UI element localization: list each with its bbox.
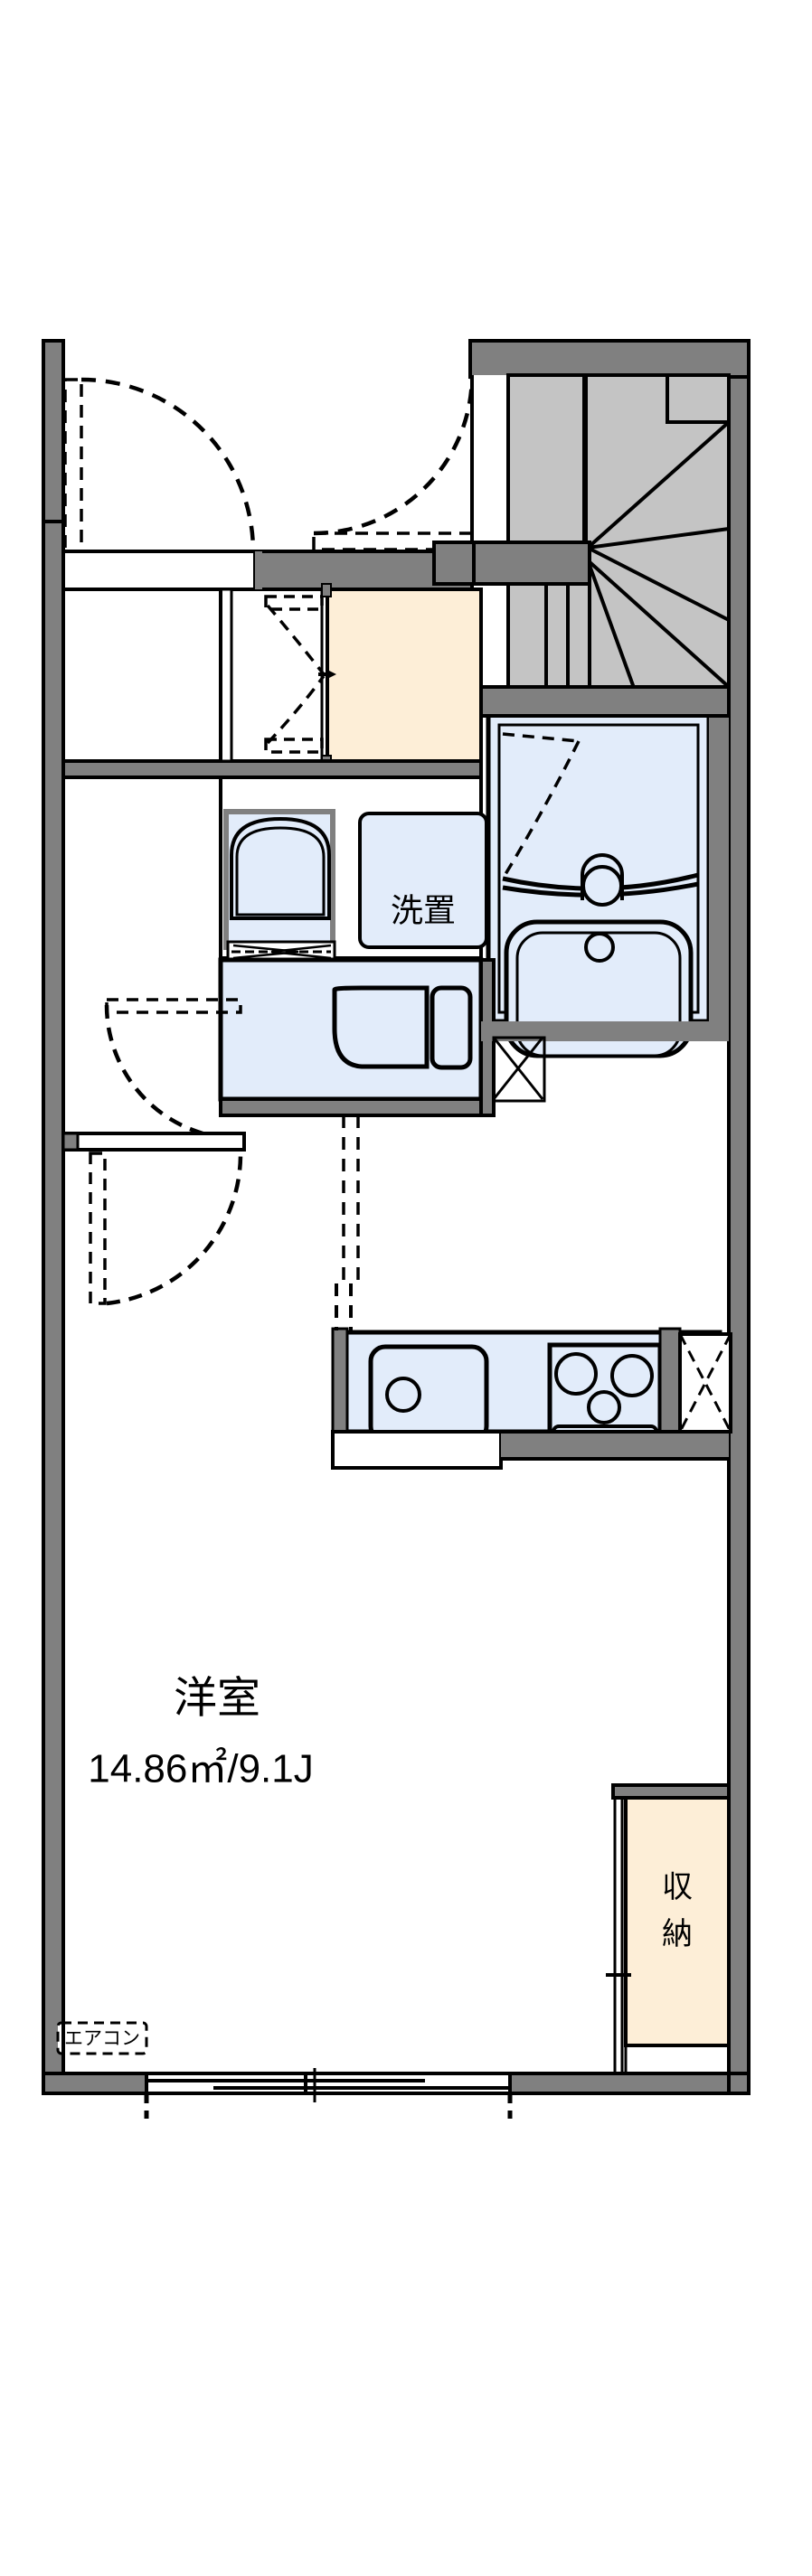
refrigerator-space	[678, 1332, 732, 1434]
aircon-mark: エアコン	[56, 2021, 148, 2055]
closet-label-top: 収	[662, 1870, 693, 1904]
interior-partitions	[342, 1115, 360, 1283]
room-closet[interactable]: 収 納	[606, 1783, 731, 2073]
corner-hatch	[492, 1037, 544, 1100]
gas-stove	[547, 1342, 663, 1447]
bottom-wall-segments	[42, 2072, 751, 2095]
bathroom-unit	[486, 711, 712, 1058]
aircon-label: エアコン	[64, 2028, 140, 2049]
closet-sliding-door[interactable]	[606, 1799, 631, 2073]
hall-partition-walls	[61, 588, 483, 779]
kitchen	[331, 1283, 732, 1470]
main-room-labels: 洋室 14.86㎡/9.1J	[88, 1675, 314, 1791]
hallway-doors	[61, 998, 246, 1306]
washstand-vanity	[223, 809, 336, 964]
sliding-window[interactable]	[144, 2068, 513, 2119]
washing-machine-space: 洗置	[358, 812, 488, 949]
washing-machine-label: 洗置	[391, 892, 456, 929]
exterior-walls	[42, 339, 751, 2095]
kitchen-sink	[368, 1344, 489, 1443]
bathroom-door[interactable]	[501, 732, 581, 879]
genkan-inner-door[interactable]	[312, 374, 475, 551]
main-room-area: 14.86㎡/9.1J	[88, 1747, 314, 1791]
toilet-room	[218, 957, 484, 1102]
entrance-door[interactable]	[63, 377, 256, 553]
shoe-closet[interactable]	[264, 583, 483, 769]
living-room-door[interactable]	[89, 1152, 243, 1306]
toilet-bathroom-walls	[219, 685, 731, 1117]
main-room-name: 洋室	[174, 1675, 260, 1723]
washroom-area: 洗置	[219, 776, 488, 964]
closet-label-bottom: 納	[662, 1917, 693, 1951]
main-room-outline	[61, 1150, 731, 2073]
toilet-fixture	[332, 985, 473, 1070]
